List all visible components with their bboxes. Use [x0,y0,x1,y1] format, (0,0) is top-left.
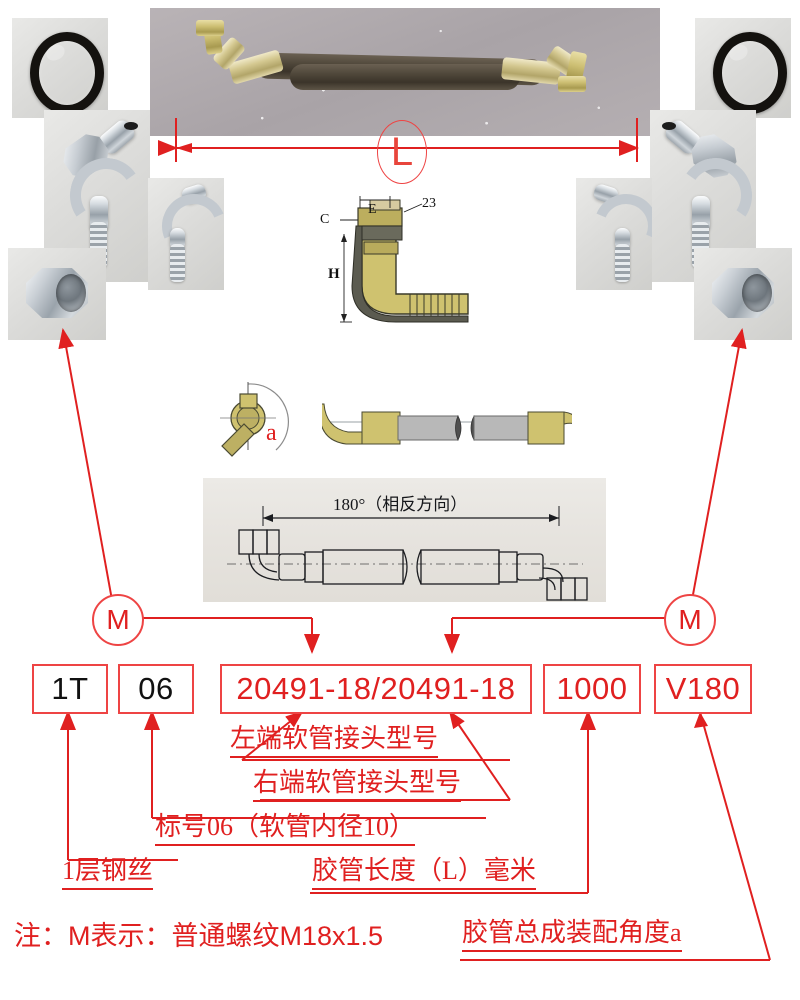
code-box-dash-size[interactable]: 06 [118,664,194,714]
elbow-fitting-photo-right-90 [576,178,652,290]
code-box-hose-length[interactable]: 1000 [543,664,641,714]
rotation-180-diagram: 180°（相反方向） [203,478,606,602]
fitting-label-c: C [320,212,330,227]
annotation-left-fitting-model: 左端软管接头型号 [230,718,439,758]
elbow-section-drawing: C E H 23 [318,190,518,340]
annotation-right-fitting-model: 右端软管接头型号 [253,762,462,802]
code-box-wire-layers[interactable]: 1T [32,664,108,714]
assembly-angle-diagram: a [214,378,324,462]
hose-fitting-illustration [319,382,585,456]
fitting-label-e: E [368,202,377,217]
thread-marker-right: M [664,594,716,646]
annotation-hose-length: 胶管长度（L）毫米 [312,850,536,890]
hose-assembly-photo [150,8,660,136]
annotation-footnote: 注：M表示：普通螺纹M18x1.5 [14,921,384,951]
o-ring-photo-left [12,18,108,118]
length-dimension-label: L [377,120,427,184]
annotation-dash-size: 标号06（软管内径10） [155,806,416,846]
elbow-fitting-photo-left-90 [148,178,224,290]
angle-label-a: a [266,420,277,446]
hex-nut-photo-right [694,248,792,340]
thread-marker-left: M [92,594,144,646]
rotation-caption: 180°（相反方向） [333,495,468,514]
code-box-assembly-angle[interactable]: V180 [654,664,752,714]
fitting-label-23: 23 [422,196,436,211]
hex-nut-photo-left [8,248,106,340]
annotation-wire-layers: 1层钢丝 [62,850,154,890]
code-box-fitting-models[interactable]: 20491-18/20491-18 [220,664,532,714]
o-ring-photo-right [695,18,791,118]
fitting-label-h: H [328,266,340,282]
annotation-assembly-angle: 胶管总成装配角度a [462,912,682,952]
